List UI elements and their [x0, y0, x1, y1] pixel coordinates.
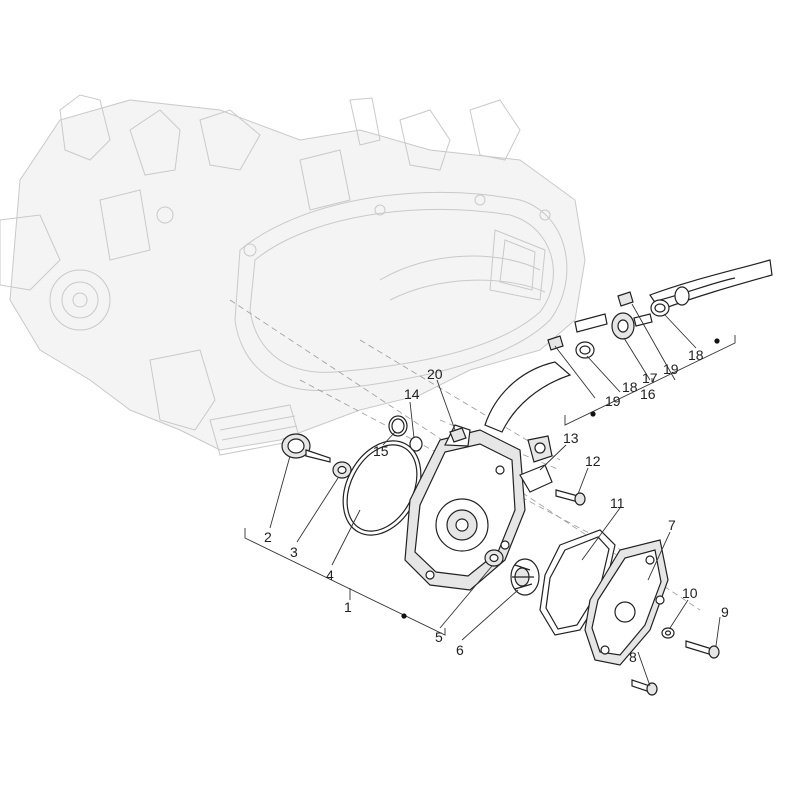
- part-14-ring: [409, 436, 423, 452]
- part-9-bolt: [685, 640, 720, 659]
- part-3-bearing: [332, 461, 352, 479]
- reference-dots: [401, 338, 720, 619]
- part-10-washer: [661, 627, 675, 639]
- group-bracket-1: [244, 528, 446, 636]
- part-15-ring: [388, 415, 408, 437]
- callout-20: 20: [427, 366, 443, 382]
- callout-6: 6: [456, 642, 464, 658]
- callout-4: 4: [326, 567, 334, 583]
- callout-16: 16: [640, 386, 656, 402]
- callout-2: 2: [264, 529, 272, 545]
- callout-3: 3: [290, 544, 298, 560]
- part-17-valve: [574, 312, 653, 340]
- callout-13: 13: [563, 430, 579, 446]
- callout-11: 11: [610, 495, 625, 511]
- callout-17: 17: [642, 370, 658, 386]
- callout-labels: 1 2 3 4 5 6 7 8 9 10 11 12 13 14 15 16 1…: [264, 347, 729, 665]
- part-4-o-ring: [342, 440, 422, 536]
- callout-10: 10: [682, 585, 698, 601]
- part-19-fitting-middle: [547, 335, 564, 351]
- part-19-fitting-upper: [617, 291, 634, 307]
- callout-9: 9: [721, 604, 729, 620]
- coolant-hose-upper: [649, 259, 773, 311]
- engine-block-ghost: [0, 94, 586, 456]
- part-13-sensor-bracket: [519, 435, 553, 493]
- part-2-shaft: [281, 433, 331, 463]
- part-12-bolt: [555, 489, 586, 506]
- coolant-hose-lower: [484, 361, 572, 433]
- part-7-pump-cover: [584, 539, 669, 666]
- callout-18b: 18: [622, 379, 638, 395]
- part-6-impeller: [510, 558, 540, 596]
- callout-19b: 19: [605, 393, 621, 409]
- part-18-clamp-middle: [575, 341, 595, 359]
- callout-8: 8: [629, 649, 637, 665]
- leader-lines: [269, 303, 721, 687]
- part-18-clamp-upper: [650, 299, 670, 317]
- callout-7: 7: [668, 517, 676, 533]
- part-5-bearing: [484, 549, 504, 567]
- callout-18a: 18: [688, 347, 704, 363]
- callout-12: 12: [585, 453, 601, 469]
- part-11-gasket: [539, 529, 616, 636]
- callout-1: 1: [344, 599, 352, 615]
- part-8-bolt: [631, 679, 658, 696]
- callout-14: 14: [404, 386, 420, 402]
- group-bracket-16: [564, 335, 736, 426]
- callout-19a: 19: [663, 361, 679, 377]
- callout-15: 15: [373, 443, 389, 459]
- callout-5: 5: [435, 629, 443, 645]
- part-1-pump-housing: [404, 424, 526, 591]
- part-20-fitting: [449, 427, 467, 443]
